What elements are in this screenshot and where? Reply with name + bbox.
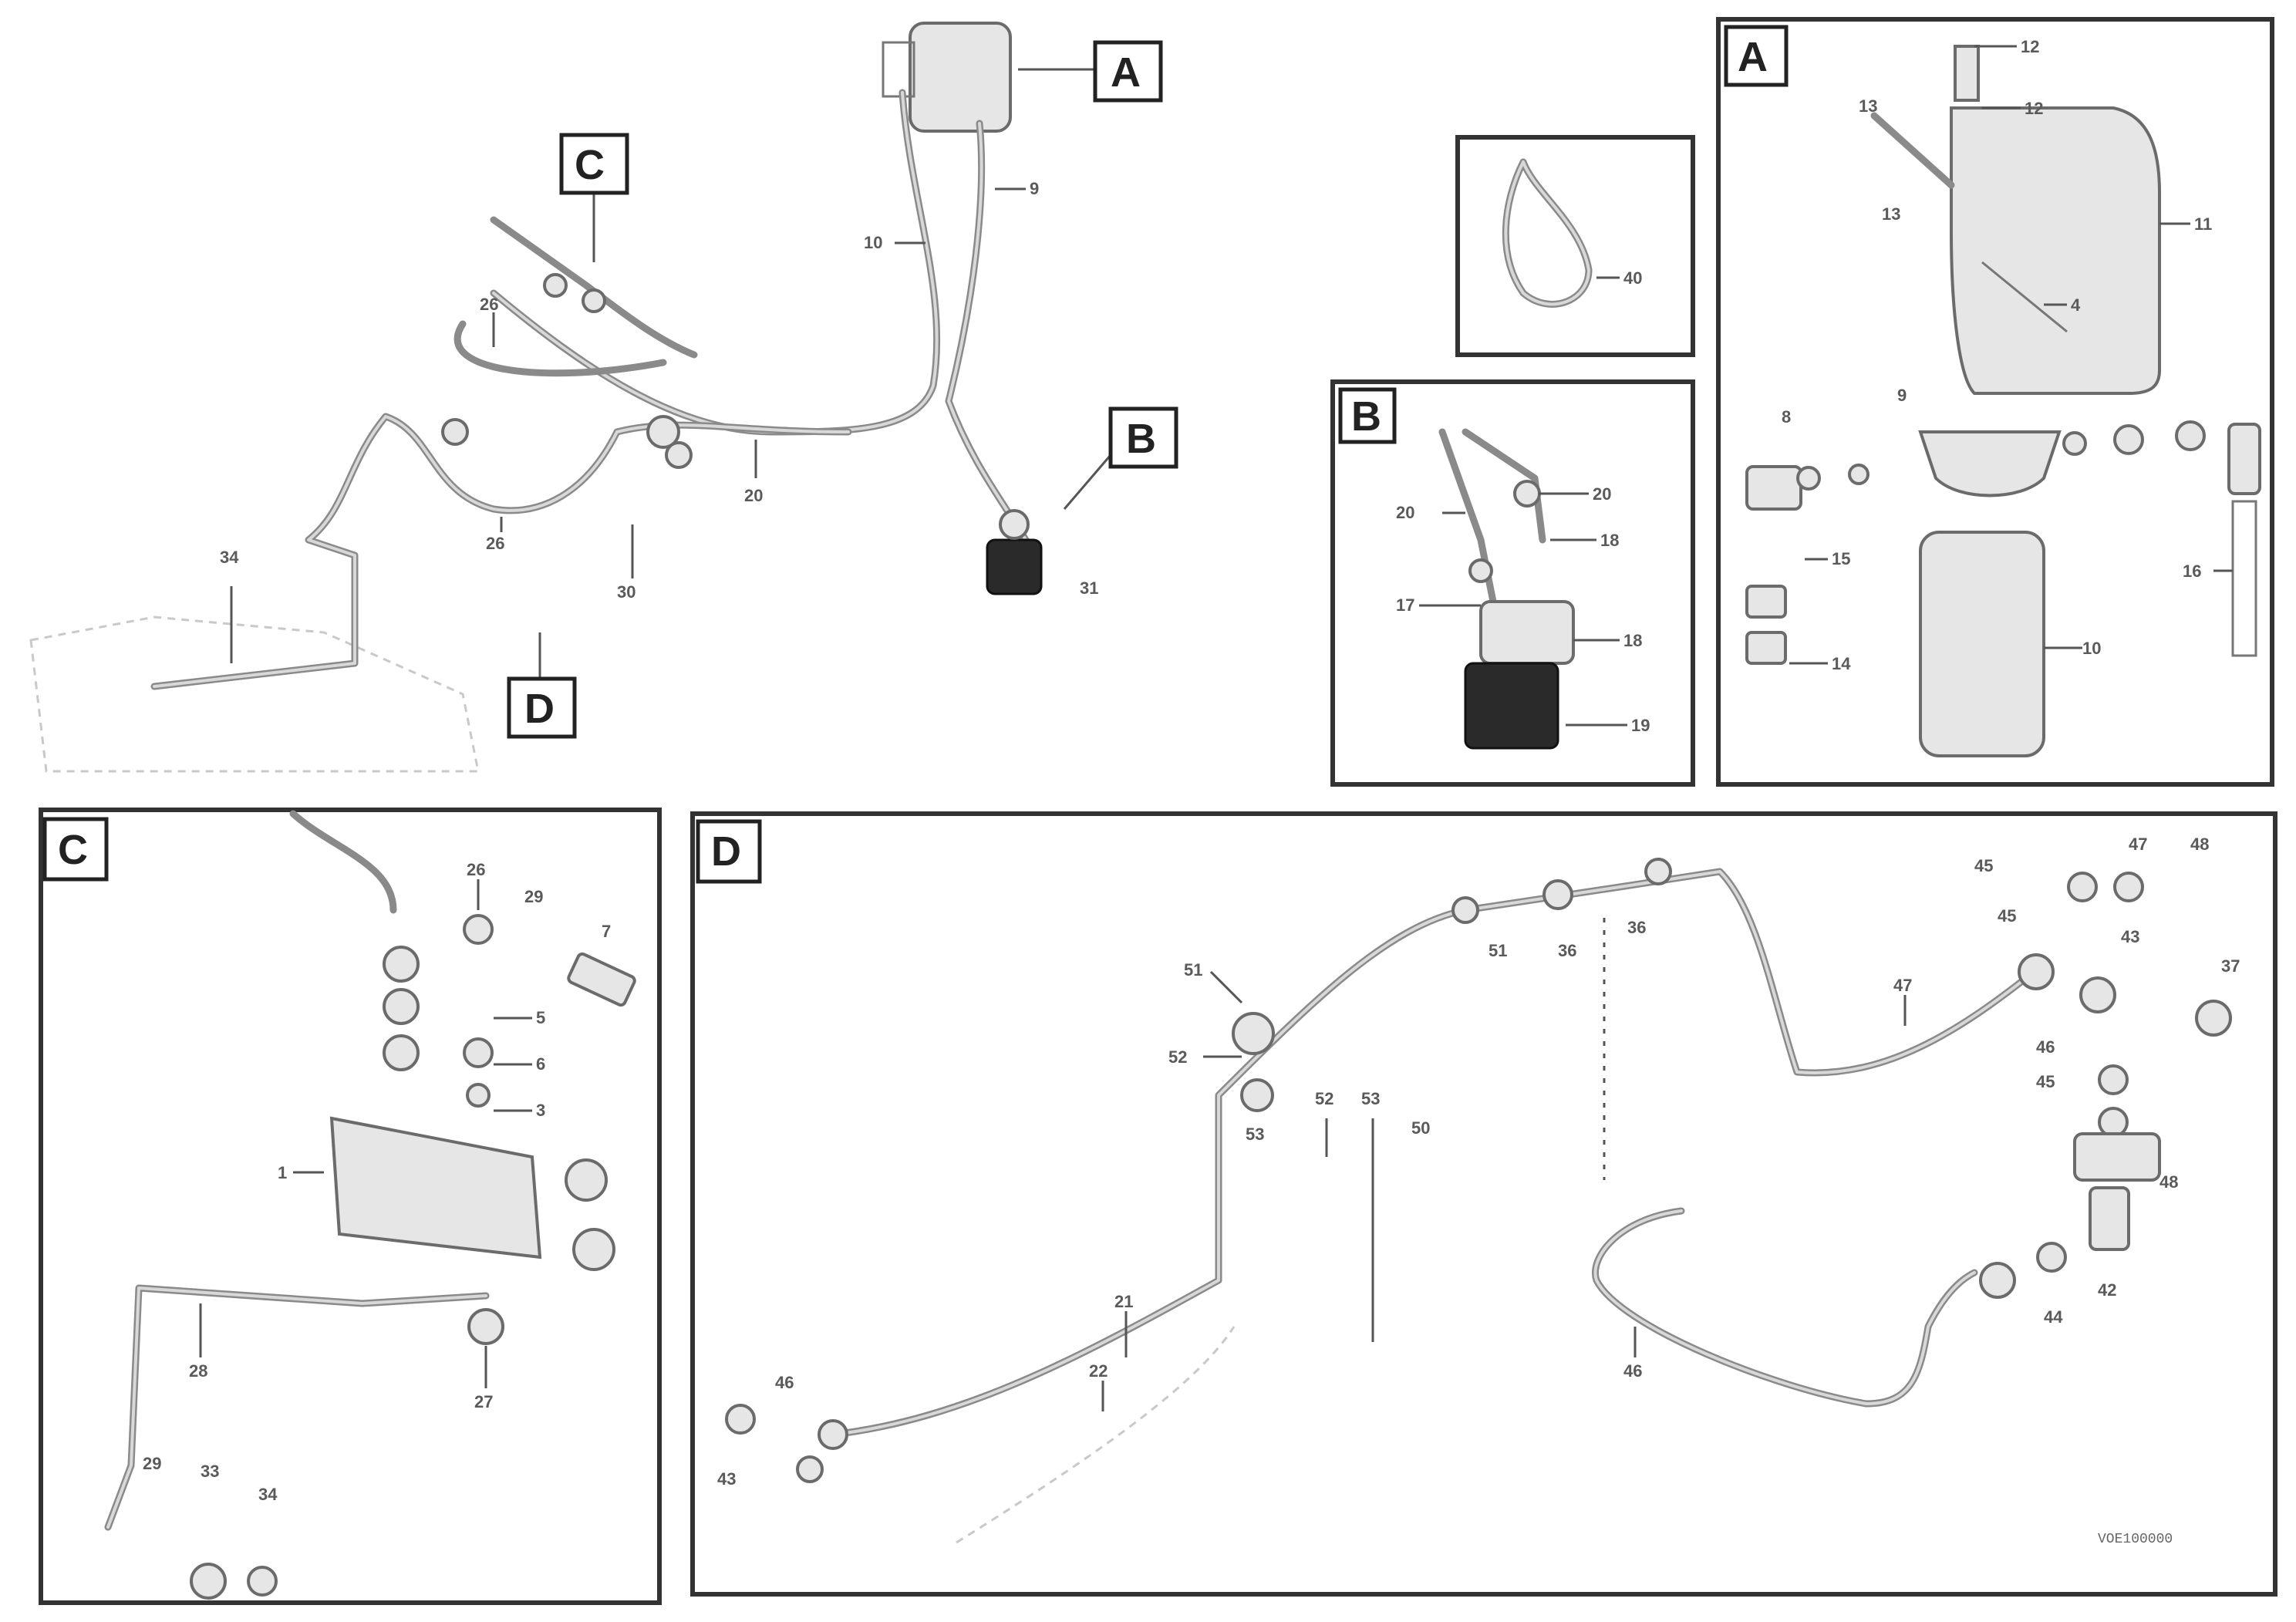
d-callout-17: 45 bbox=[1998, 906, 2016, 926]
tag-C-detail: C bbox=[42, 817, 109, 882]
tag-B-detail: B bbox=[1338, 387, 1397, 444]
b-callout-1: 20 bbox=[1593, 484, 1611, 504]
d-callout-18: 46 bbox=[2036, 1037, 2055, 1057]
d-callout-8: 36 bbox=[1558, 941, 1576, 960]
a-callout-4: 13 bbox=[1882, 204, 1900, 224]
tag-D-detail: D bbox=[696, 819, 762, 884]
d-callout-2: 52 bbox=[1168, 1047, 1187, 1067]
tag-D-overview: D bbox=[507, 676, 577, 739]
valve-block bbox=[329, 1116, 542, 1259]
overview-callout-2: 10 bbox=[864, 233, 882, 252]
c-callout-6: 7 bbox=[602, 922, 611, 941]
a-callout-12: 16 bbox=[2183, 561, 2201, 581]
a-callout-11: 14 bbox=[1832, 654, 1851, 673]
c-callout-8: 27 bbox=[474, 1392, 493, 1411]
c-callout-5: 3 bbox=[536, 1101, 545, 1120]
reservoir-tank bbox=[909, 22, 1012, 133]
svg-text:D: D bbox=[711, 828, 741, 875]
svg-text:B: B bbox=[1351, 393, 1381, 440]
svg-text:C: C bbox=[575, 142, 605, 188]
detail-B: B 20 20 18 17 18 19 bbox=[1330, 379, 1695, 787]
d-callout-21: 37 bbox=[2221, 956, 2240, 976]
machine-outline bbox=[29, 615, 480, 773]
pipe-run-d bbox=[829, 868, 2048, 1438]
b-callout-6: 19 bbox=[1631, 716, 1650, 735]
tag-B-overview: B bbox=[1108, 406, 1178, 469]
d-callout-23: 48 bbox=[2190, 835, 2209, 854]
tag-C-overview: C bbox=[559, 133, 629, 195]
c-callout-2: 29 bbox=[524, 887, 543, 906]
d-callout-13: 43 bbox=[717, 1469, 736, 1489]
a-callout-5: 11 bbox=[2194, 214, 2212, 234]
d-callout-6: 50 bbox=[1411, 1118, 1430, 1138]
d-callout-12: 46 bbox=[775, 1373, 794, 1392]
detail-D: D bbox=[690, 811, 2277, 1597]
overview-assembly: 9 10 26 26 20 30 31 34 A B C D bbox=[29, 22, 1178, 773]
d-callout-24: 44 bbox=[2044, 1307, 2063, 1327]
overview-callout-8: 34 bbox=[220, 548, 239, 567]
overview-callout-3: 26 bbox=[480, 295, 498, 314]
b-callout-3: 18 bbox=[1600, 531, 1619, 550]
b-callout-2: 20 bbox=[1396, 503, 1414, 522]
a-callout-1: 12 bbox=[2021, 37, 2039, 56]
a-callout-7: 9 bbox=[1897, 386, 1907, 405]
c-callout-11: 29 bbox=[143, 1454, 161, 1473]
svg-text:A: A bbox=[1738, 34, 1768, 80]
svg-text:A: A bbox=[1111, 49, 1141, 96]
c-callout-7: 1 bbox=[278, 1163, 287, 1182]
a-callout-10: 15 bbox=[1832, 549, 1850, 568]
c-callout-10: 33 bbox=[201, 1462, 219, 1481]
b-callout-4: 17 bbox=[1396, 595, 1414, 615]
d-callout-10: 21 bbox=[1114, 1292, 1133, 1311]
d-callout-7: 51 bbox=[1489, 941, 1507, 960]
d-callout-5: 53 bbox=[1361, 1089, 1380, 1108]
c-callout-3: 5 bbox=[536, 1008, 545, 1027]
tag-A-detail: A bbox=[1724, 25, 1789, 87]
svg-text:B: B bbox=[1126, 416, 1156, 462]
d-callout-26: 48 bbox=[2159, 1172, 2178, 1192]
d-callout-9: 36 bbox=[1627, 918, 1646, 937]
drawing-reference: VOE100000 bbox=[2098, 1532, 2173, 1547]
hose-inset: 40 bbox=[1455, 135, 1695, 357]
overview-callout-1: 9 bbox=[1030, 179, 1039, 198]
overview-callout-4: 26 bbox=[486, 534, 504, 553]
pump-unit bbox=[986, 538, 1043, 595]
detail-C: C 26 29 5 6 3 7 1 27 28 33 29 34 bbox=[39, 808, 662, 1605]
hose-callout: 40 bbox=[1623, 268, 1642, 288]
b-callout-5: 18 bbox=[1623, 631, 1642, 650]
overview-callout-5: 20 bbox=[744, 486, 763, 505]
d-callout-20: 43 bbox=[2121, 927, 2139, 946]
tag-A-overview: A bbox=[1093, 40, 1163, 103]
loop-line bbox=[453, 320, 667, 377]
d-callout-16: 45 bbox=[1974, 856, 1993, 875]
a-callout-9: 8 bbox=[1782, 407, 1791, 427]
overview-callout-6: 30 bbox=[617, 582, 636, 602]
d-callout-22: 47 bbox=[2129, 835, 2147, 854]
tank-detail bbox=[1950, 106, 2161, 395]
c-callout-1: 26 bbox=[467, 860, 485, 879]
a-callout-3: 13 bbox=[1859, 96, 1877, 116]
a-callout-6: 4 bbox=[2071, 295, 2081, 315]
a-callout-2: 12 bbox=[2025, 99, 2043, 118]
c-callout-9: 28 bbox=[189, 1361, 207, 1381]
d-callout-1: 51 bbox=[1184, 960, 1202, 980]
d-callout-19: 45 bbox=[2036, 1072, 2055, 1091]
c-callout-4: 6 bbox=[536, 1054, 545, 1074]
filter-canister bbox=[1919, 531, 2045, 757]
d-callout-14: 46 bbox=[1623, 1361, 1642, 1381]
detail-A: A 12 12 13 13 11 bbox=[1716, 17, 2274, 787]
overview-callout-7: 31 bbox=[1080, 578, 1098, 598]
svg-text:C: C bbox=[58, 827, 88, 873]
svg-text:D: D bbox=[524, 686, 555, 732]
d-callout-4: 52 bbox=[1315, 1089, 1333, 1108]
c-callout-12: 34 bbox=[258, 1485, 278, 1504]
d-callout-11: 22 bbox=[1089, 1361, 1108, 1381]
d-callout-15: 47 bbox=[1893, 976, 1912, 995]
pump-detail bbox=[1464, 662, 1559, 750]
d-callout-25: 42 bbox=[2098, 1280, 2116, 1300]
a-callout-8: 10 bbox=[2082, 639, 2101, 658]
d-callout-3: 53 bbox=[1246, 1125, 1264, 1144]
